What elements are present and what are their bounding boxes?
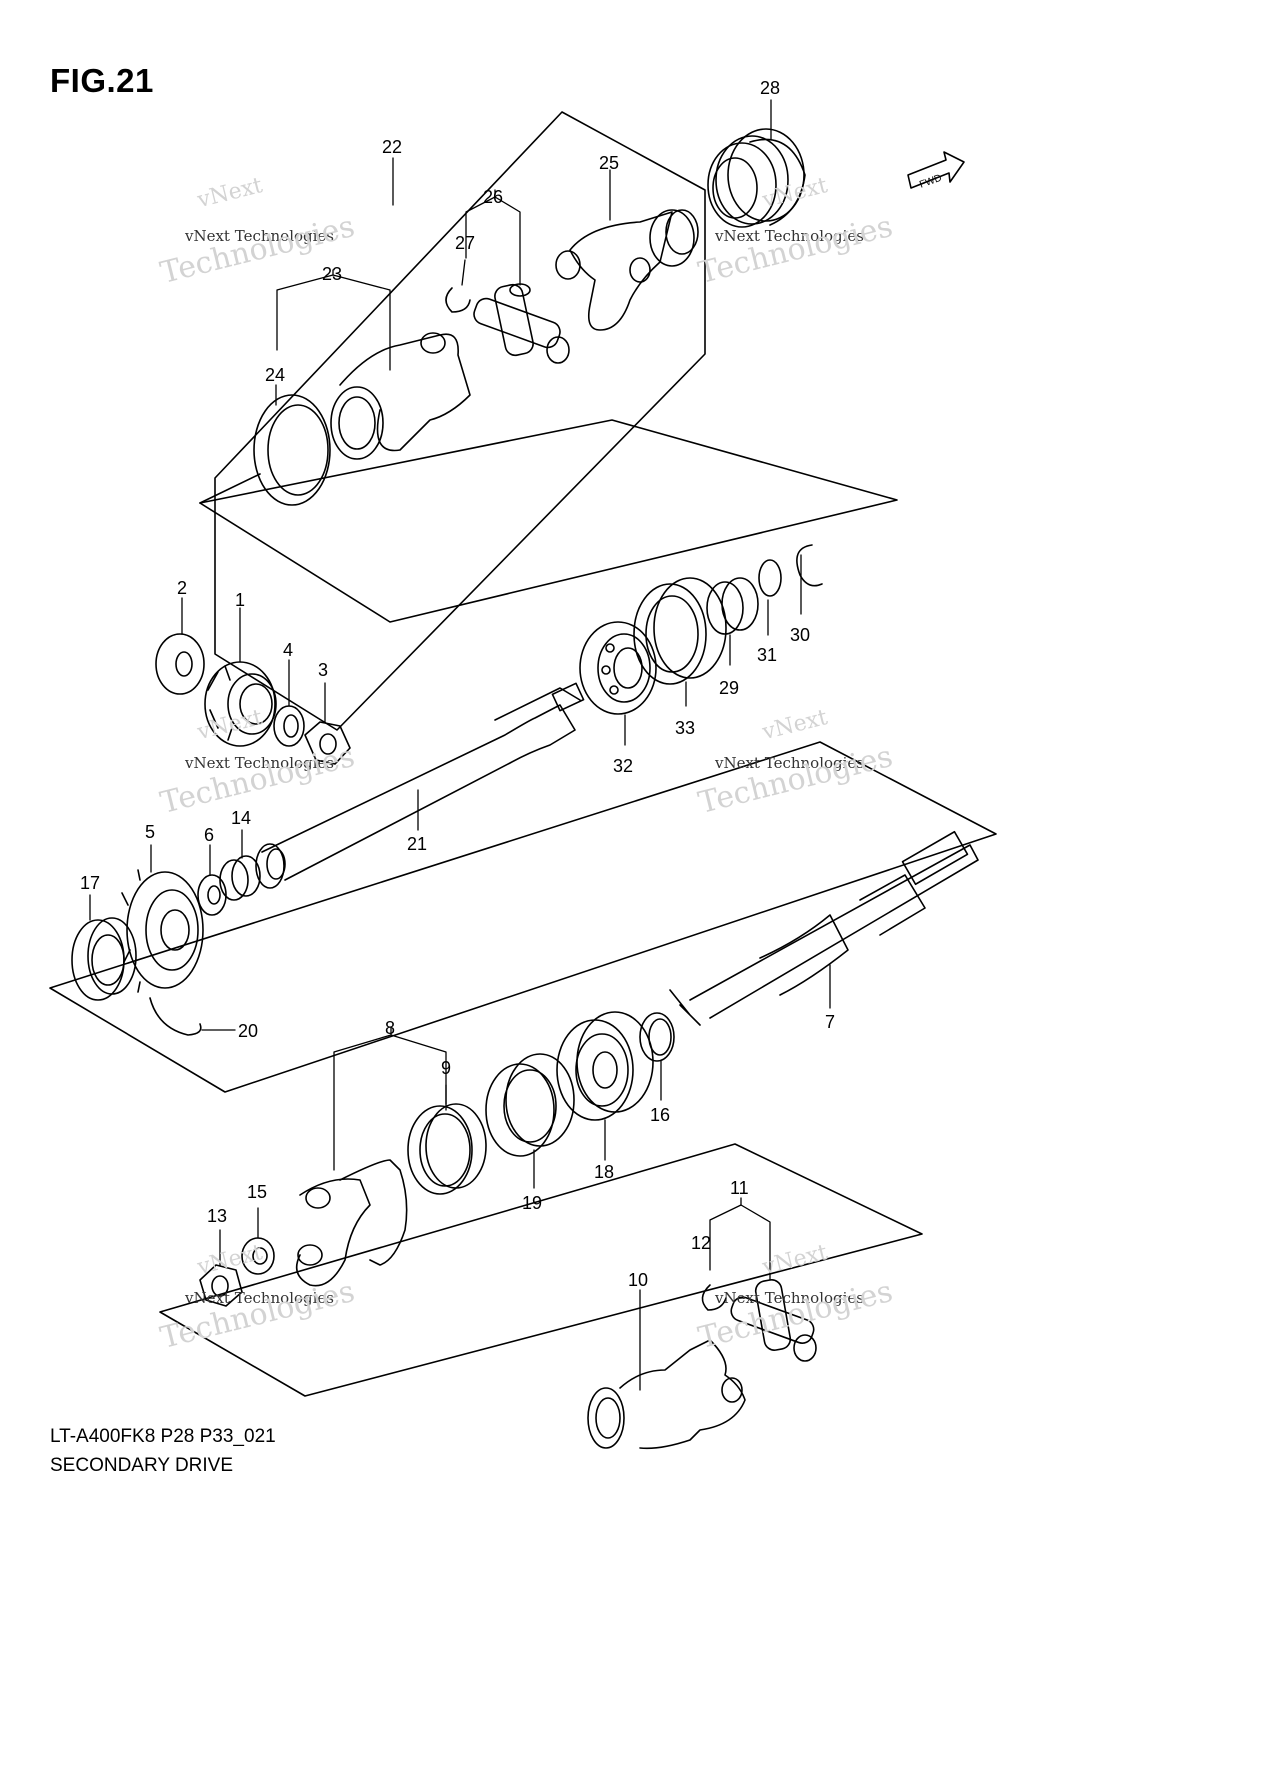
leader-lines	[89, 99, 831, 1391]
part-8-yoke	[295, 1159, 408, 1287]
callout-18: 18	[594, 1162, 615, 1182]
callout-27: 27	[455, 233, 476, 253]
part-6-washer	[197, 874, 227, 916]
part-29-collar	[706, 577, 759, 635]
part-3-nut	[304, 721, 351, 765]
callout-1: 1	[235, 590, 246, 610]
callout-6: 6	[204, 825, 215, 845]
callout-8: 8	[385, 1018, 396, 1038]
callout-23: 23	[322, 264, 343, 284]
part-28-boot	[707, 128, 806, 228]
part-27-clip	[445, 287, 471, 313]
part-25-yoke	[555, 209, 699, 331]
callout-24: 24	[265, 365, 286, 385]
callout-19: 19	[522, 1193, 543, 1213]
callout-7: 7	[825, 1012, 836, 1032]
part-19-seal	[485, 1053, 575, 1157]
part-4-washer	[273, 705, 305, 747]
callout-3: 3	[318, 660, 329, 680]
part-14-collar	[219, 855, 261, 901]
part-10-yoke	[587, 1339, 746, 1450]
part-1-bevel-gear	[204, 661, 277, 747]
part-30-circlip	[796, 544, 823, 587]
callout-32: 32	[613, 756, 634, 776]
model-code: LT-A400FK8 P28 P33_021	[50, 1426, 276, 1447]
part-32-bearing	[579, 621, 657, 715]
callout-17: 17	[80, 873, 101, 893]
callout-31: 31	[757, 645, 778, 665]
part-5-gear	[121, 869, 204, 993]
part-26-spider	[473, 283, 570, 364]
part-9-seal	[407, 1103, 487, 1195]
callout-29: 29	[719, 678, 740, 698]
shaft-box-7	[49, 741, 997, 1093]
callout-13: 13	[207, 1206, 228, 1226]
callout-5: 5	[145, 822, 156, 842]
callout-33: 33	[675, 718, 696, 738]
callout-20: 20	[238, 1021, 259, 1041]
part-20-clip	[149, 997, 202, 1036]
callout-22: 22	[382, 137, 403, 157]
assembly-box-22-lower	[199, 419, 898, 623]
callout-21: 21	[407, 834, 428, 854]
callout-26: 26	[483, 187, 504, 207]
callout-4: 4	[283, 640, 294, 660]
part-13-nut	[199, 1264, 243, 1307]
part-15-washer	[241, 1237, 275, 1275]
callout-14: 14	[231, 808, 252, 828]
part-33-bearing	[633, 577, 727, 685]
callout-25: 25	[599, 153, 620, 173]
part-17-bearing	[71, 917, 137, 1001]
part-31-ring	[758, 559, 782, 597]
part-7-shaft	[669, 830, 979, 1026]
part-12-clip	[701, 1284, 727, 1311]
callout-30: 30	[790, 625, 811, 645]
callout-16: 16	[650, 1105, 671, 1125]
callout-12: 12	[691, 1233, 712, 1253]
part-23-yoke	[330, 332, 471, 460]
part-18-bearing	[556, 1011, 654, 1121]
callout-10: 10	[628, 1270, 649, 1290]
part-11-spider	[730, 1279, 817, 1362]
figure-title: FIG.21	[50, 62, 154, 99]
part-2-washer	[155, 633, 205, 695]
part-16-ring	[639, 1012, 675, 1062]
callout-28: 28	[760, 78, 781, 98]
callout-9: 9	[441, 1058, 452, 1078]
joint-box-8	[159, 1143, 923, 1397]
fwd-arrow-icon: FWD	[907, 151, 965, 191]
assembly-box-22	[214, 111, 706, 731]
callout-11: 11	[730, 1178, 749, 1198]
callout-15: 15	[247, 1182, 268, 1202]
part-21-shaft	[255, 682, 585, 889]
part-24-ring	[253, 394, 331, 506]
callout-2: 2	[177, 578, 188, 598]
section-name: SECONDARY DRIVE	[50, 1455, 234, 1476]
